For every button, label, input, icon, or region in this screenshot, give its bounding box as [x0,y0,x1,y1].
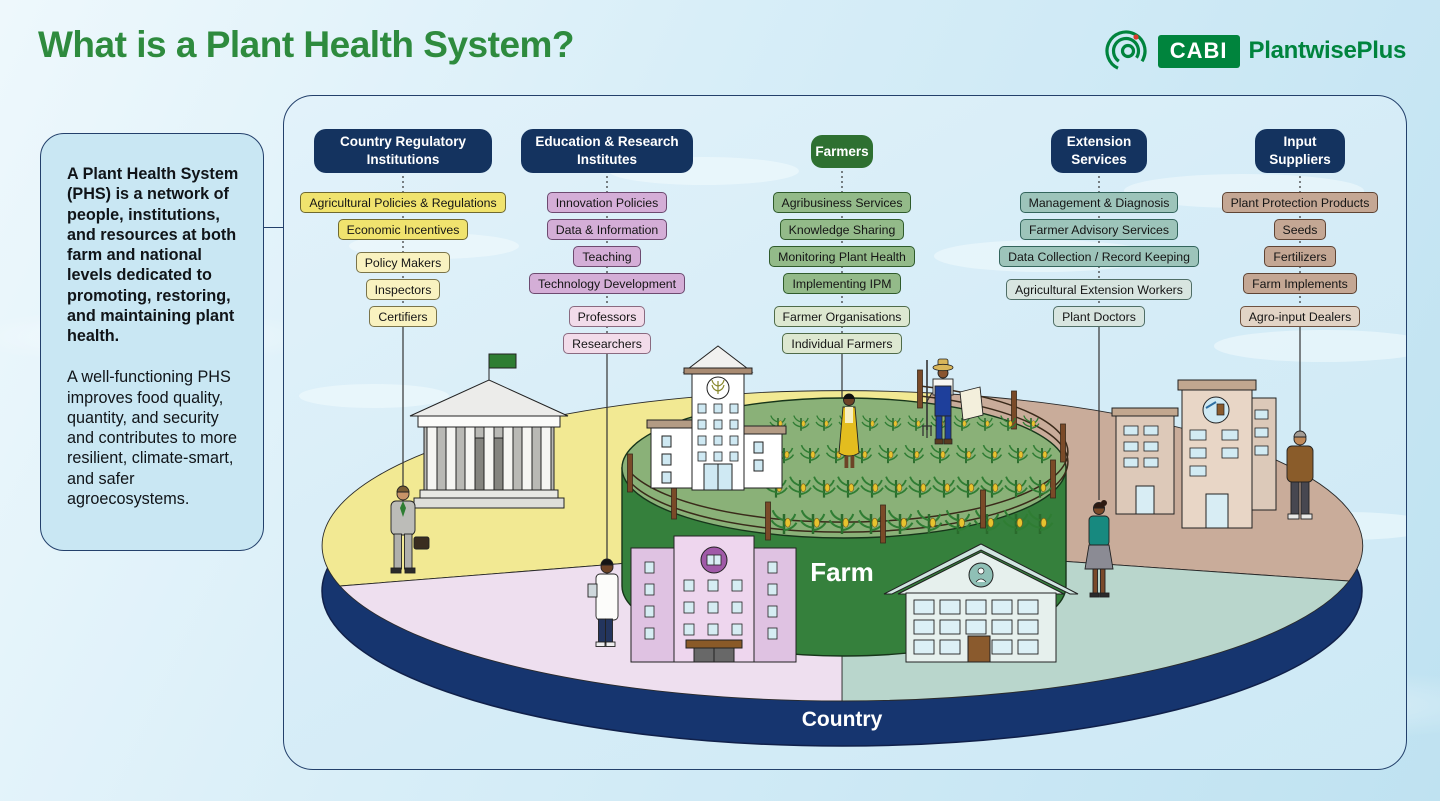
list-item: Certifiers [369,306,437,327]
list-item: Farmer Organisations [773,306,911,327]
column-header-input-suppliers: Input Suppliers [1255,129,1345,173]
list-item: Implementing IPM [783,273,901,294]
list-item: Policy Makers [355,252,451,273]
phs-definition-box: A Plant Health System (PHS) is a network… [40,133,264,551]
list-item: Innovation Policies [546,192,668,213]
column-header-country-regulatory-institutions: Country Regulatory Institutions [314,129,492,173]
list-item: Data & Information [546,219,668,240]
list-item: Farmer Advisory Services [1019,219,1179,240]
extension-building-illustration [883,543,1079,663]
input-supplier-buildings-illustration [1111,379,1277,529]
government-building-illustration [409,353,569,509]
column-header-education-research-institutes: Education & Research Institutes [521,129,693,173]
list-item: Knowledge Sharing [779,219,905,240]
farmer-man-illustration [922,358,984,445]
research-institute-building-illustration [630,535,797,663]
column-header-farmers: Farmers [811,135,873,168]
column-extension-services: Extension Services Management & Diagnosi… [989,129,1209,327]
column-input-suppliers: Input Suppliers Plant Protection Product… [1212,129,1388,327]
list-item: Technology Development [528,273,686,294]
list-item: Teaching [573,246,641,267]
list-item: Researchers [563,333,651,354]
list-item: Plant Protection Products [1221,192,1379,213]
list-item: Agribusiness Services [772,192,912,213]
plantwiseplus-wordmark: PlantwisePlus [1248,37,1407,64]
list-item: Economic Incentives [337,219,469,240]
phs-benefits-paragraph: A well-functioning PHS improves food qua… [67,368,238,508]
plant-health-system-diagram: Farm Country Country Regulatory Institut… [283,95,1407,770]
column-education-research-institutes: Education & Research Institutes Innovati… [512,129,702,354]
list-item: Seeds [1273,219,1327,240]
corn-field [763,358,1054,536]
input-dealer-person-illustration [1286,430,1314,520]
list-item: Data Collection / Record Keeping [999,246,1199,267]
list-item: Monitoring Plant Health [769,246,915,267]
farmer-woman-illustration [838,393,860,468]
column-farmers: Farmers Agribusiness Services Knowledge … [754,129,930,354]
farm-fence [629,369,1069,533]
cabi-swirl-icon [1105,30,1147,72]
farm-fence-front-posts [627,453,986,544]
country-label: Country [802,708,883,731]
column-header-extension-services: Extension Services [1051,129,1147,173]
phs-definition-paragraph: A Plant Health System (PHS) is a network… [67,165,239,345]
list-item: Agricultural Policies & Regulations [300,192,506,213]
list-item: Agricultural Extension Workers [1006,279,1192,300]
column-country-regulatory-institutions: Country Regulatory Institutions Agricult… [300,129,506,327]
list-item: Inspectors [365,279,441,300]
cabi-wordmark: CABI [1157,34,1240,68]
page-title: What is a Plant Health System? [38,24,575,65]
list-item: Farm Implements [1243,273,1357,294]
list-item: Individual Farmers [782,333,902,354]
cabi-plantwiseplus-logo: CABI PlantwisePlus [1103,28,1406,74]
list-item: Professors [568,306,646,327]
list-item: Fertilizers [1264,246,1336,267]
regulator-person-illustration [390,485,430,574]
intro-connector-line [263,227,284,228]
extension-worker-person-illustration [1084,500,1114,598]
list-item: Agro-input Dealers [1239,306,1361,327]
university-building-illustration [646,345,787,491]
list-item: Plant Doctors [1053,306,1145,327]
list-item: Management & Diagnosis [1019,192,1179,213]
country-farm-scene: Farm Country [299,157,1406,747]
researcher-person-illustration [587,558,619,647]
farm-label: Farm [810,557,874,587]
